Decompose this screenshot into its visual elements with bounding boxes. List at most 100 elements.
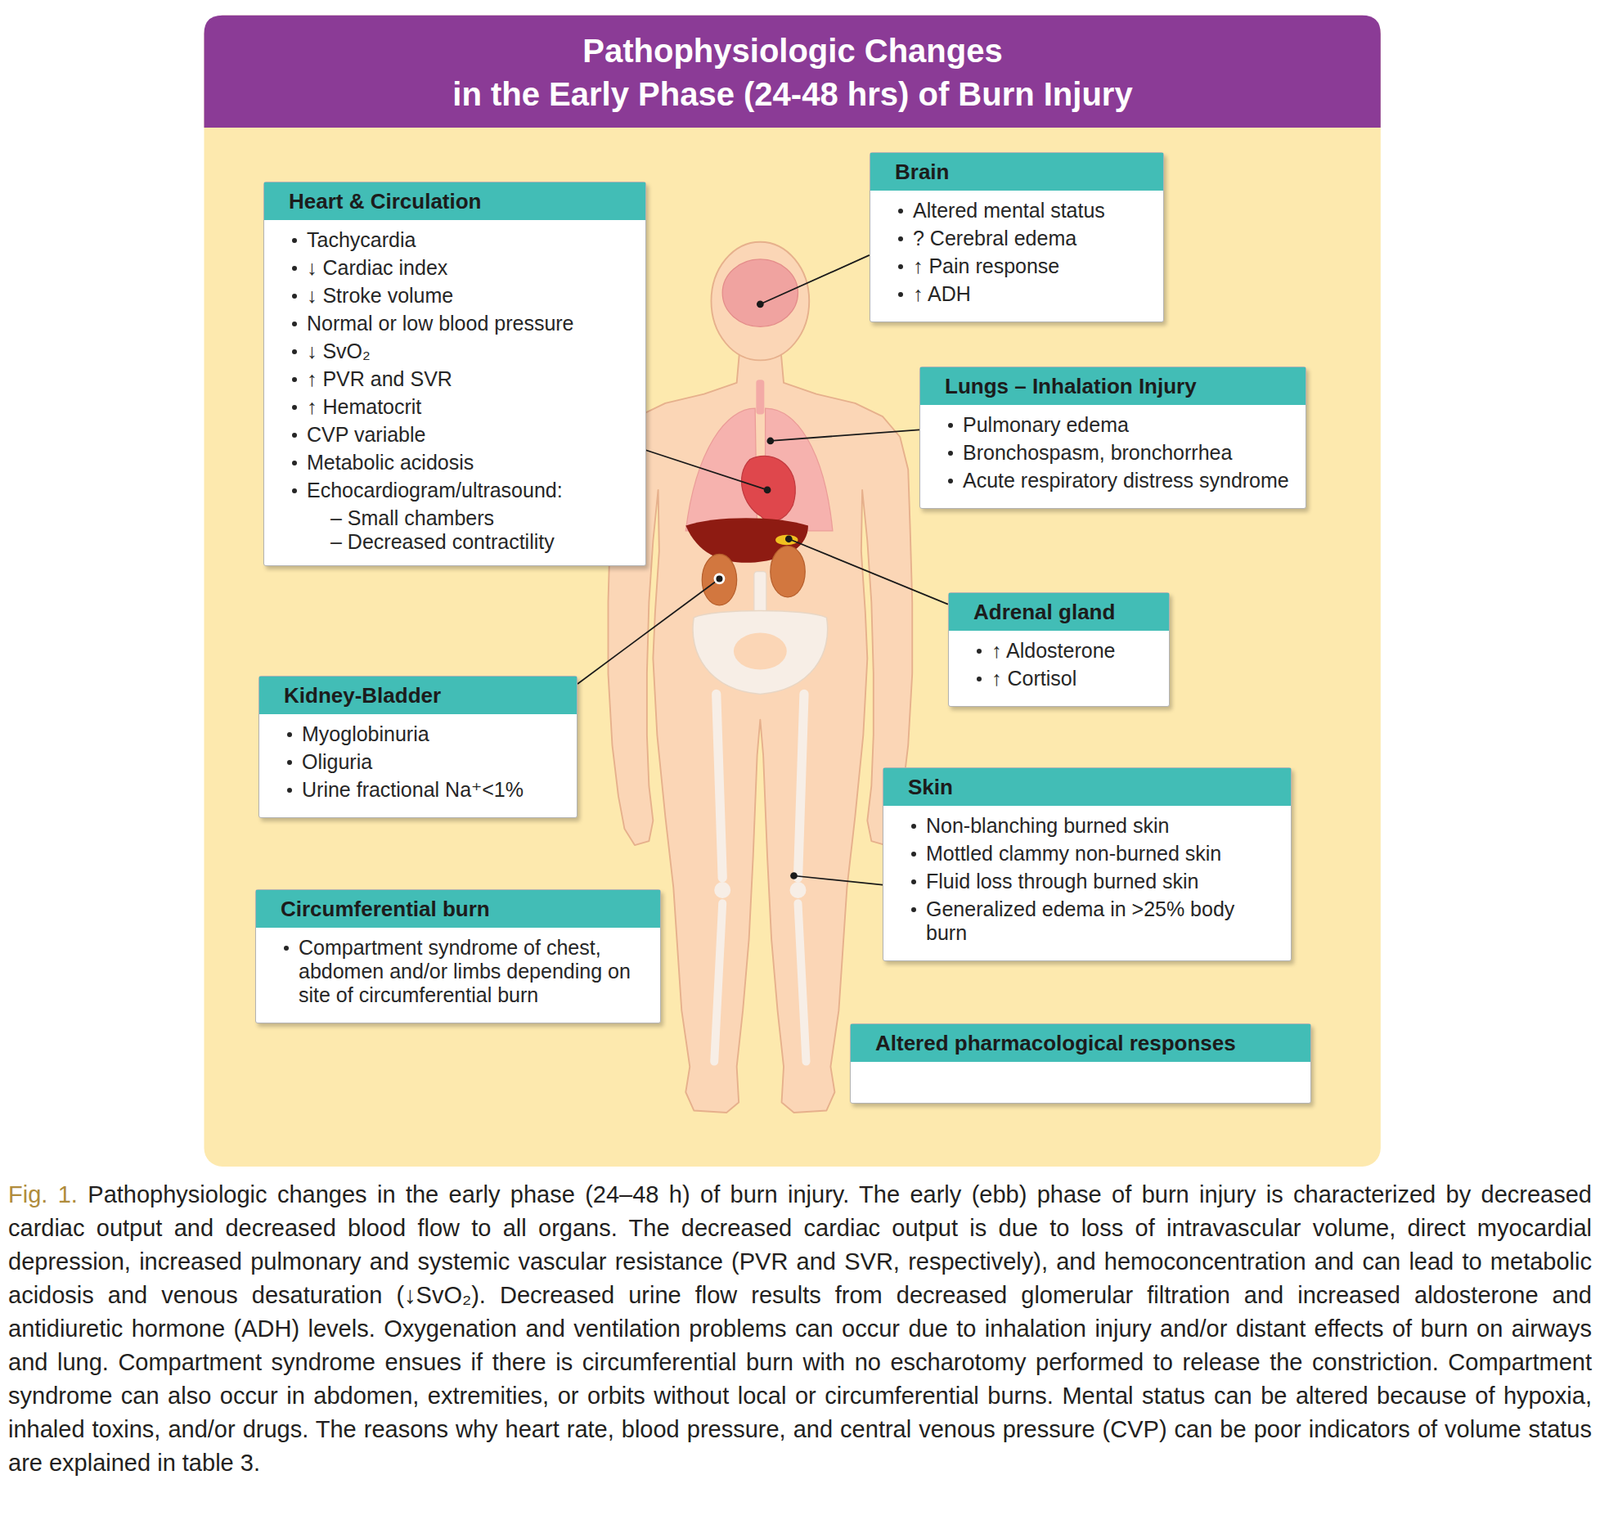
kidney [770,546,805,598]
box-header: Circumferential burn [256,889,661,928]
caption-body: Pathophysiologic changes in the early ph… [8,1181,1592,1476]
bullet-text: ↑ ADH [912,282,971,306]
box-header: Heart & Circulation [264,182,646,221]
list-item: ↑ Aldosterone [948,638,1155,667]
bullet-dot [911,907,917,913]
bullet-text: Compartment syndrome of chest, abdomen a… [298,935,631,1007]
box-body: Tachycardia↓ Cardiac index ↓ Stroke volum… [264,220,646,566]
box-heading: Skin [907,774,953,800]
figure-number: Fig. 1. [8,1181,78,1208]
bullet-dot [292,238,297,243]
knee-cap [790,881,807,899]
bullet-dot [898,208,904,214]
info-box: Heart & CirculationTachycardia↓ Cardiac … [263,181,647,567]
pelvis-opening [733,633,787,670]
box-header: Skin [883,768,1291,806]
bullet-dot [292,432,297,438]
list-item: ↓ SvO₂ [264,339,631,368]
bullet-dot [292,349,297,355]
bullet-dot [898,264,904,270]
bullet-dot [292,404,297,410]
leader-dot [766,437,774,445]
box-body: MyoglobinuriaOliguriaUrine fractional Na… [259,714,577,818]
kidney [701,553,737,605]
bullet-text: ↓ Cardiac index [306,256,448,279]
leader-dot-ring [714,573,726,585]
box-header: Adrenal gland [948,593,1169,631]
list-item: ↑ Hematocrit [264,395,631,423]
title-line: Pathophysiologic Changes [204,29,1381,73]
bullet-dot [287,732,293,738]
leader-line [646,449,768,490]
adrenal-gland [775,534,798,545]
bullet-dot [976,676,982,682]
box-body: Compartment syndrome of chest, abdomen a… [256,927,661,1023]
box-header: Brain [870,152,1164,191]
info-box: Circumferential burnCompartment syndrome… [255,889,661,1024]
list-item: Generalized edema in >25% body burn [883,897,1277,949]
leader-dot [764,486,772,495]
bullet-dot [292,460,297,466]
bullet-dot [292,488,297,494]
bullet-text: Mottled clammy non-burned skin [925,841,1222,865]
bullet-text: ↓ Stroke volume [306,283,454,307]
bullet-text: Non-blanching burned skin [925,813,1169,837]
list-item: Echocardiogram/ultrasound: [264,478,631,507]
box-heading: Brain [894,159,949,185]
list-item: Oliguria [259,750,562,778]
bullet-dot [287,787,293,793]
bullet-text: ↑ Hematocrit [306,395,422,418]
femur-bone [798,693,805,878]
info-box: Kidney-BladderMyoglobinuriaOliguriaUrine… [258,675,578,818]
list-item: – Small chambers [264,506,631,531]
list-item: Fluid loss through burned skin [883,869,1277,898]
figure-caption: Fig. 1. Pathophysiologic changes in the … [8,1177,1592,1480]
list-item: Bronchospasm, bronchorrhea [920,440,1291,469]
list-item: Normal or low blood pressure [264,311,631,340]
list-item: Tachycardia [264,228,631,257]
leader-line [759,255,869,305]
box-header: Kidney-Bladder [259,676,577,715]
box-heading: Adrenal gland [973,599,1115,625]
bullet-dot [948,422,953,428]
bullet-text: – Small chambers [330,506,495,530]
box-heading: Circumferential burn [280,896,490,922]
list-item: Pulmonary edema [920,413,1291,441]
bullet-dot [292,293,297,299]
tibia-bone [714,903,723,1061]
bullet-dot [911,851,917,857]
bullet-dot [287,759,293,765]
bullet-dot [948,450,953,456]
bullet-text: ? Cerebral edema [912,226,1077,250]
leader-line [770,429,920,441]
head [710,242,809,361]
leader-dot [785,534,793,543]
list-item: ↑ PVR and SVR [264,367,631,396]
box-body: Altered mental status? Cerebral edema↑ P… [870,190,1164,322]
info-box: Lungs – Inhalation InjuryPulmonary edema… [919,366,1307,509]
bullet-text: ↑ Aldosterone [991,638,1116,662]
bullet-text: ↓ SvO₂ [306,339,371,363]
box-body: Non-blanching burned skinMottled clammy … [883,805,1291,961]
list-item: Metabolic acidosis [264,450,631,479]
figure-title: Pathophysiologic Changes in the Early Ph… [204,29,1381,117]
bullet-text: ↑ PVR and SVR [306,367,453,391]
info-box: SkinNon-blanching burned skinMottled cla… [882,767,1292,962]
box-heading: Lungs – Inhalation Injury [944,373,1197,399]
femur-bone [716,693,723,878]
pelvis-bone [692,610,828,694]
bullet-text: Generalized edema in >25% body burn [925,897,1235,944]
box-body: ↑ Aldosterone↑ Cortisol [948,630,1169,706]
list-item: – Decreased contractility [264,530,631,554]
knee-cap [714,881,731,899]
box-heading: Altered pharmacological responses [875,1030,1236,1056]
bullet-text: Normal or low blood pressure [306,311,575,335]
info-box: Adrenal gland ↑ Aldosterone↑ Cortisol [948,592,1170,707]
bullet-text: Fluid loss through burned skin [925,869,1200,893]
list-item: Compartment syndrome of chest, abdomen a… [256,935,646,1012]
leader-dots [714,300,798,879]
bullet-dot [948,478,953,484]
bullet-dot [283,945,289,951]
box-heading: Heart & Circulation [288,188,482,214]
box-header: Lungs – Inhalation Injury [920,367,1306,405]
